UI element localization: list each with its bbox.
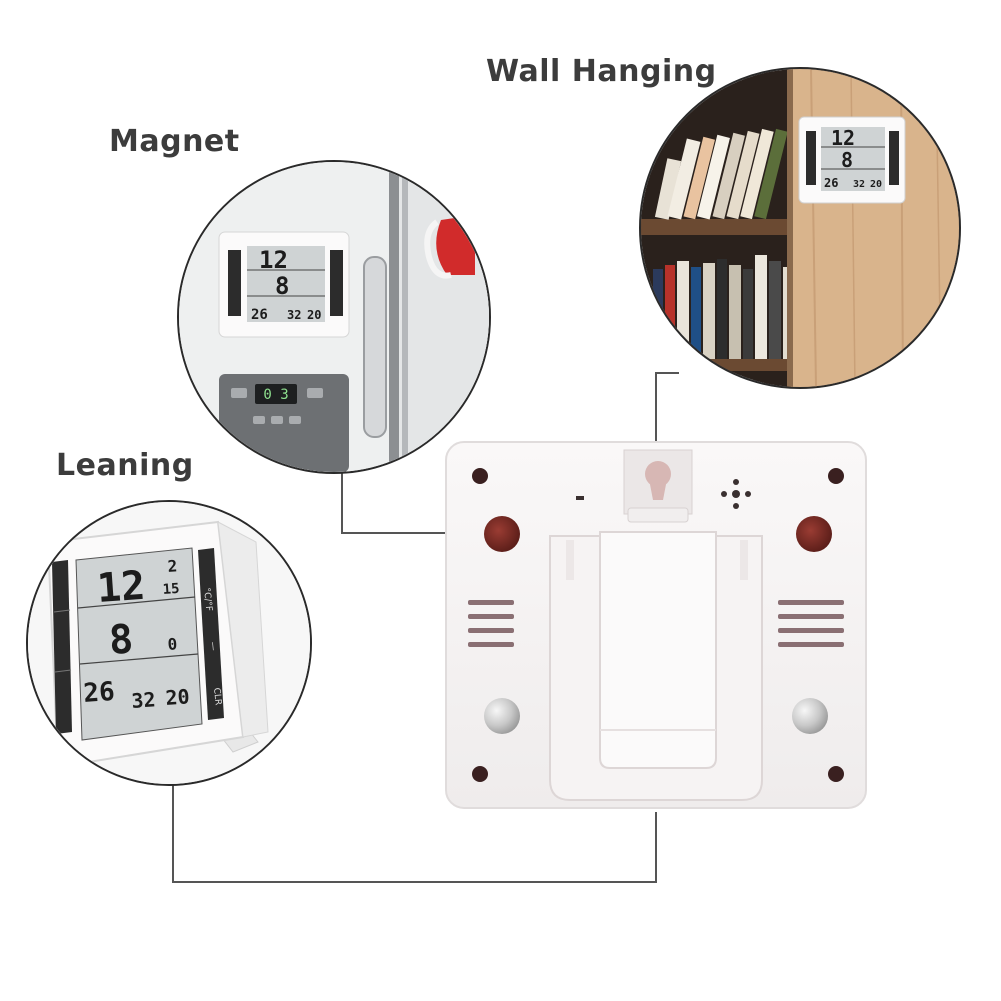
magnet-lcd-row3-sec: 20 bbox=[307, 308, 321, 322]
leaning-lcd-row3-sec: 20 bbox=[165, 684, 191, 710]
leaning-lcd-row1-small-bottom: 15 bbox=[162, 581, 180, 598]
magnet-lcd-row1: 12 bbox=[259, 246, 288, 274]
leaning-lcd-row1-small: 2 bbox=[167, 556, 178, 576]
wall-connector-vertical bbox=[655, 372, 657, 462]
freezer-panel-readout: 0 3 bbox=[263, 387, 288, 403]
btn-mid-label: — bbox=[207, 641, 218, 651]
wall-connector-horizontal bbox=[655, 372, 679, 374]
magnet-label: Magnet bbox=[109, 124, 240, 159]
leaning-connector-up bbox=[655, 812, 657, 883]
wall-lcd-row3-time: 32 bbox=[853, 179, 865, 190]
wall-lcd-row3-temp: 26 bbox=[824, 176, 838, 190]
leaning-photo: 12 2 15 8 0 26 32 20 °C/°F — CLR bbox=[26, 500, 312, 786]
magnet-photo: 0 3 12 8 26 32 20 bbox=[177, 160, 491, 474]
leaning-connector-vertical bbox=[172, 775, 174, 883]
wall-lcd-row3-sec: 20 bbox=[870, 179, 882, 190]
magnet-lcd-row3-time: 32 bbox=[287, 308, 301, 322]
magnet-lcd-row3-temp: 26 bbox=[251, 307, 268, 323]
leaning-lcd-row3-temp: 26 bbox=[82, 677, 115, 709]
wall-hanging-label: Wall Hanging bbox=[486, 54, 717, 89]
wall-lcd-row1: 12 bbox=[831, 126, 855, 150]
btn-unit-label: °C/°F bbox=[201, 587, 213, 611]
device-back-view bbox=[444, 440, 868, 812]
leaning-lcd-row2-small: 0 bbox=[167, 634, 178, 654]
btn-clr-label: CLR bbox=[211, 687, 223, 706]
leaning-label: Leaning bbox=[56, 448, 194, 483]
magnet-connector-vertical bbox=[341, 428, 343, 534]
wall-lcd-row2: 8 bbox=[841, 148, 853, 172]
magnet-connector-horizontal bbox=[341, 532, 489, 534]
leaning-lcd-row2: 8 bbox=[107, 616, 134, 664]
leaning-connector-horizontal bbox=[172, 881, 657, 883]
wall-hanging-photo: 12 8 26 32 20 bbox=[639, 67, 961, 389]
leaning-lcd-row1: 12 bbox=[95, 563, 146, 612]
leaning-lcd-row3-time: 32 bbox=[131, 687, 157, 713]
magnet-lcd-row2: 8 bbox=[275, 272, 289, 300]
